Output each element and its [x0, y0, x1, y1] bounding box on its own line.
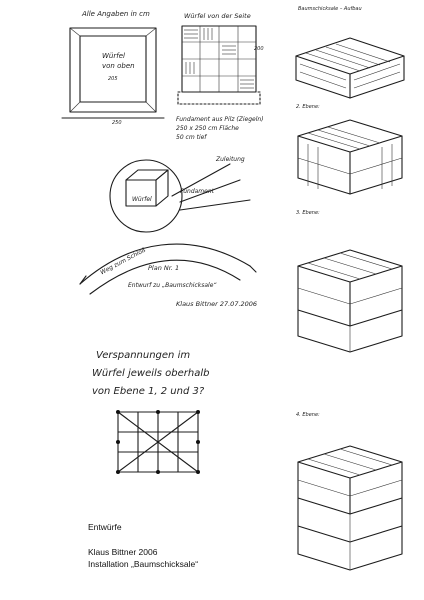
panel-2-isometric-cube [297, 119, 403, 195]
foundation-note-3: 50 cm tief [176, 134, 207, 141]
site-plan-drawing [79, 159, 257, 295]
bracing-line-3: von Ebene 1, 2 und 3? [92, 386, 205, 397]
cube-top-view-drawing [61, 27, 165, 119]
site-label-access: Zuleitung [216, 156, 245, 163]
site-label-foundation: Fundament [180, 188, 214, 195]
side-view-title: Würfel von der Seite [184, 12, 251, 20]
bracing-line-1: Verspannungen im [96, 350, 191, 361]
foundation-note-2: 250 x 250 cm Fläche [176, 125, 239, 132]
dimension-250: 250 [112, 120, 122, 126]
cube-label-line1: Würfel [102, 52, 125, 60]
panel-1-title: Baumschicksale – Aufbau [298, 6, 362, 12]
bracing-grid-drawing [116, 410, 200, 474]
cube-label-line2: von oben [102, 62, 135, 70]
foundation-note-1: Fundament aus Pilz (Ziegeln) [176, 116, 264, 123]
caption-section: Entwürfe [88, 522, 122, 532]
dimension-200: 200 [254, 46, 264, 52]
site-label-draft: Entwurf zu „Baumschicksale“ [128, 282, 217, 289]
bracing-line-2: Würfel jeweils oberhalb [92, 368, 210, 379]
units-note: Alle Angaben in cm [82, 10, 150, 18]
cube-side-view-drawing [177, 25, 261, 105]
panel-1-isometric-cube [295, 37, 405, 99]
caption-installation: Installation „Baumschicksale“ [88, 559, 199, 569]
site-label-plan: Plan Nr. 1 [148, 264, 180, 272]
caption-author-year: Klaus Bittner 2006 [88, 547, 158, 557]
dimension-205: 205 [108, 76, 118, 82]
panel-4-isometric-cube [297, 445, 403, 571]
site-label-cube: Würfel [132, 196, 152, 203]
panel-3-title: 3. Ebene: [296, 210, 320, 216]
panel-4-title: 4. Ebene: [296, 412, 320, 418]
panel-3-isometric-cube [297, 249, 403, 353]
panel-2-title: 2. Ebene: [296, 104, 320, 110]
signature: Klaus Bittner 27.07.2006 [176, 300, 258, 308]
